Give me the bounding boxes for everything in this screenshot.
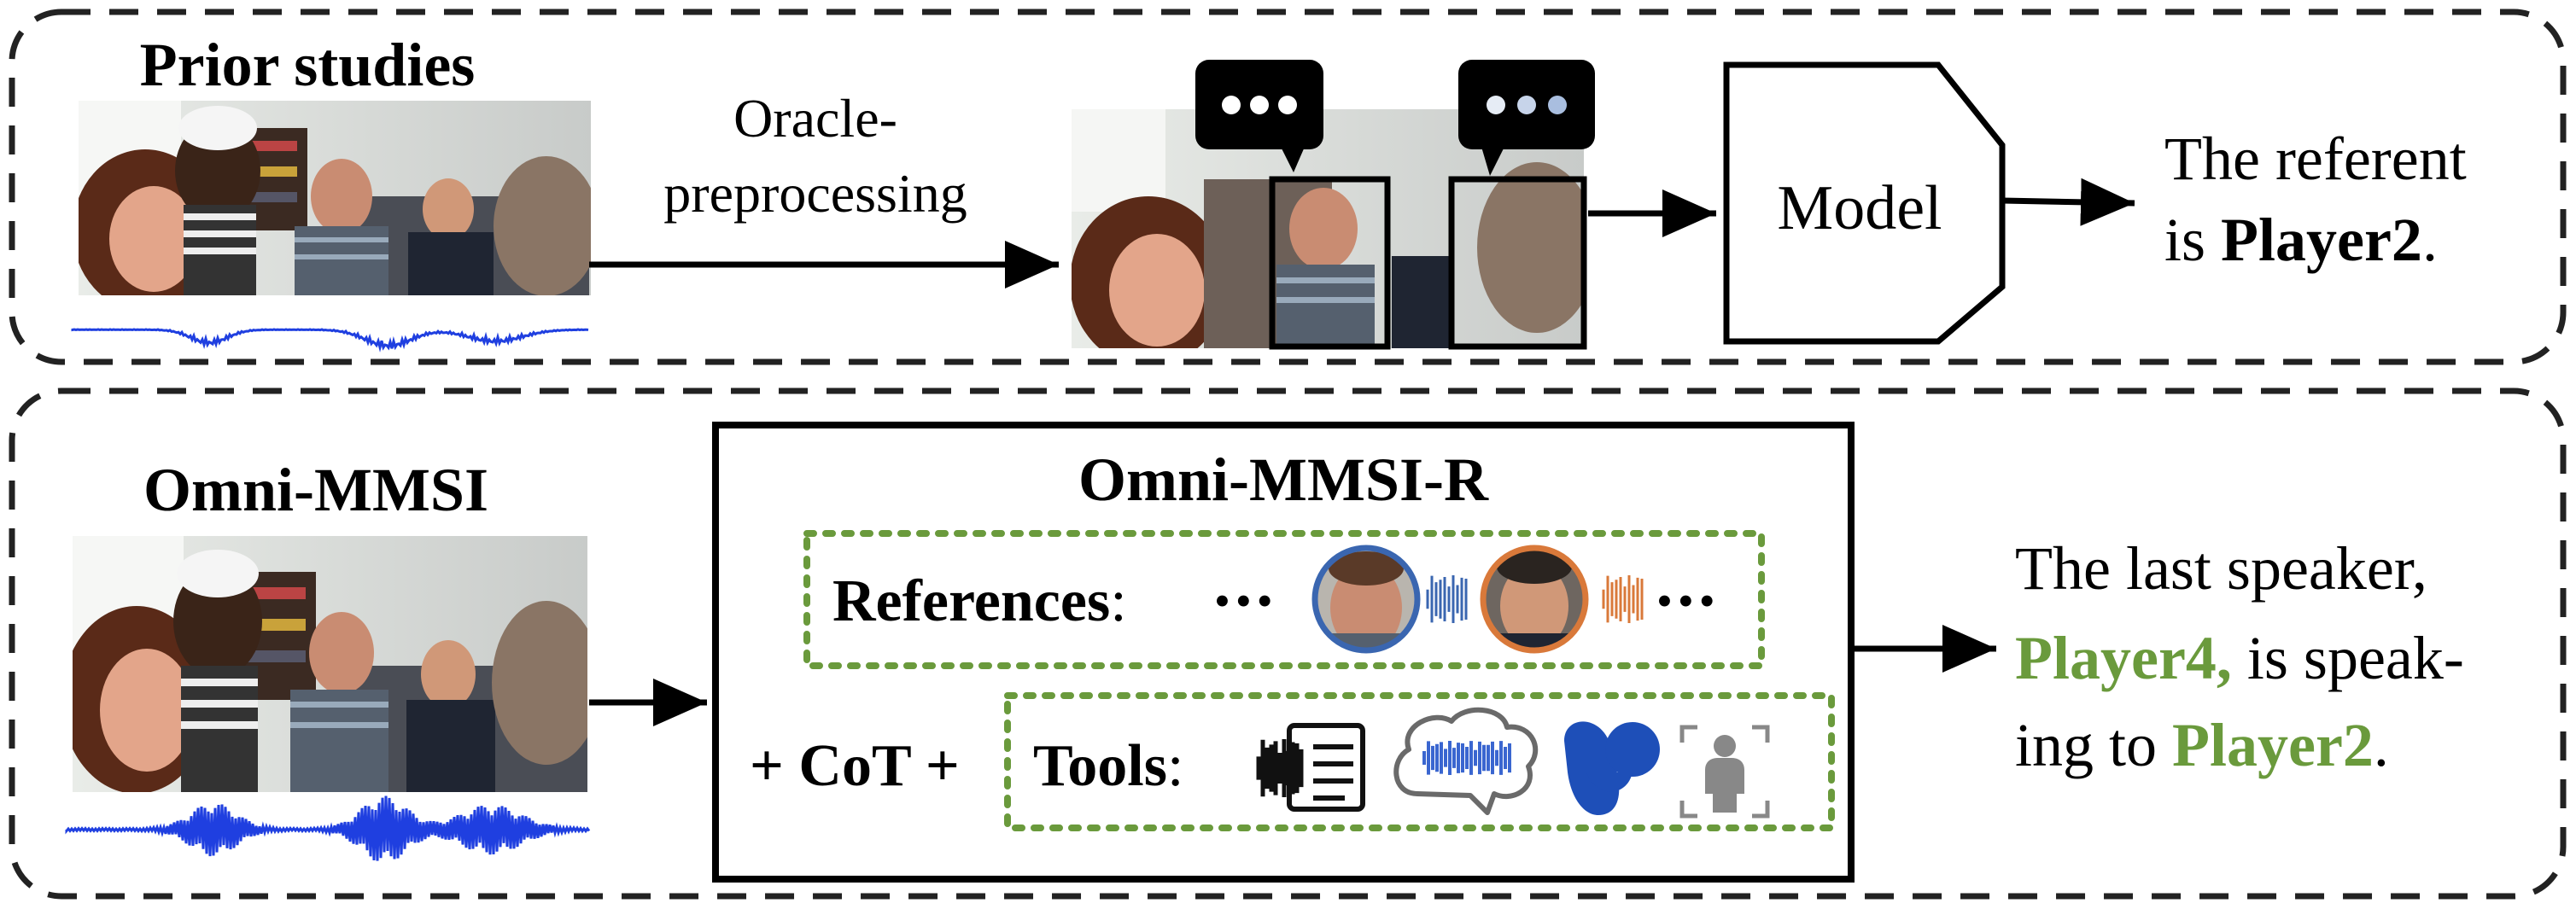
audio-waveform: [65, 795, 591, 861]
reference-audio-wave-1: [1426, 575, 1468, 623]
tools-dotted-box: [1004, 692, 1835, 831]
omni-output-line3: ing to Player2.: [2015, 711, 2389, 779]
preprocessed-video-frame: [1072, 109, 1584, 348]
ellipsis-speech-bubble-icon: [1458, 60, 1595, 176]
references-ellipsis-left: •••: [1214, 575, 1278, 626]
speaker-crop-box-1: [1269, 176, 1391, 350]
model-output-arrow: [2001, 178, 2135, 226]
references-label: References:: [832, 568, 1127, 634]
brain-audio-icon: [1393, 707, 1539, 815]
person-detect-icon: [1679, 725, 1770, 819]
prior-output-line1: The referent: [2164, 125, 2467, 193]
omni-mmsi-panel: Omni-MMSI: [9, 387, 2567, 900]
input-video-frame: [73, 536, 587, 792]
oracle-step-label-line1: Oracle-: [733, 88, 897, 149]
prior-output-line2: is Player2.: [2164, 206, 2438, 274]
speaker-crop-box-2: [1448, 176, 1587, 350]
references-ellipsis-right: •••: [1656, 575, 1720, 626]
omni-output-line1: The last speaker,: [2015, 534, 2427, 603]
method-title: Omni-MMSI-R: [1078, 446, 1489, 514]
omni-mmsi-r-box: [712, 422, 1855, 883]
reference-audio-wave-2: [1602, 575, 1644, 623]
cot-label: + CoT +: [750, 733, 960, 799]
reference-speaker-avatar-2: [1480, 545, 1589, 654]
tools-label: Tools:: [1033, 733, 1183, 799]
model-block: [1723, 61, 2006, 345]
prior-studies-dashed-border: [9, 9, 2567, 365]
ellipsis-speech-bubble-icon: [1195, 60, 1323, 172]
reference-speaker-avatar-1: [1311, 545, 1421, 654]
input-video-frame: [79, 101, 591, 295]
audio-waveform: [71, 328, 589, 353]
omni-mmsi-dashed-border: [9, 387, 2567, 900]
prior-studies-title: Prior studies: [140, 31, 476, 99]
omni-output-line2: Player4, is speak-: [2015, 624, 2464, 692]
oracle-step-label-line2: preprocessing: [663, 163, 967, 224]
model-label: Model: [1777, 173, 1942, 243]
references-dotted-box: [803, 530, 1765, 669]
blue-logo-icon: [1564, 721, 1660, 815]
prior-studies-panel: Prior studies: [9, 9, 2567, 365]
omni-mmsi-title: Omni-MMSI: [143, 456, 488, 524]
audio-transcript-icon: [1256, 723, 1365, 812]
